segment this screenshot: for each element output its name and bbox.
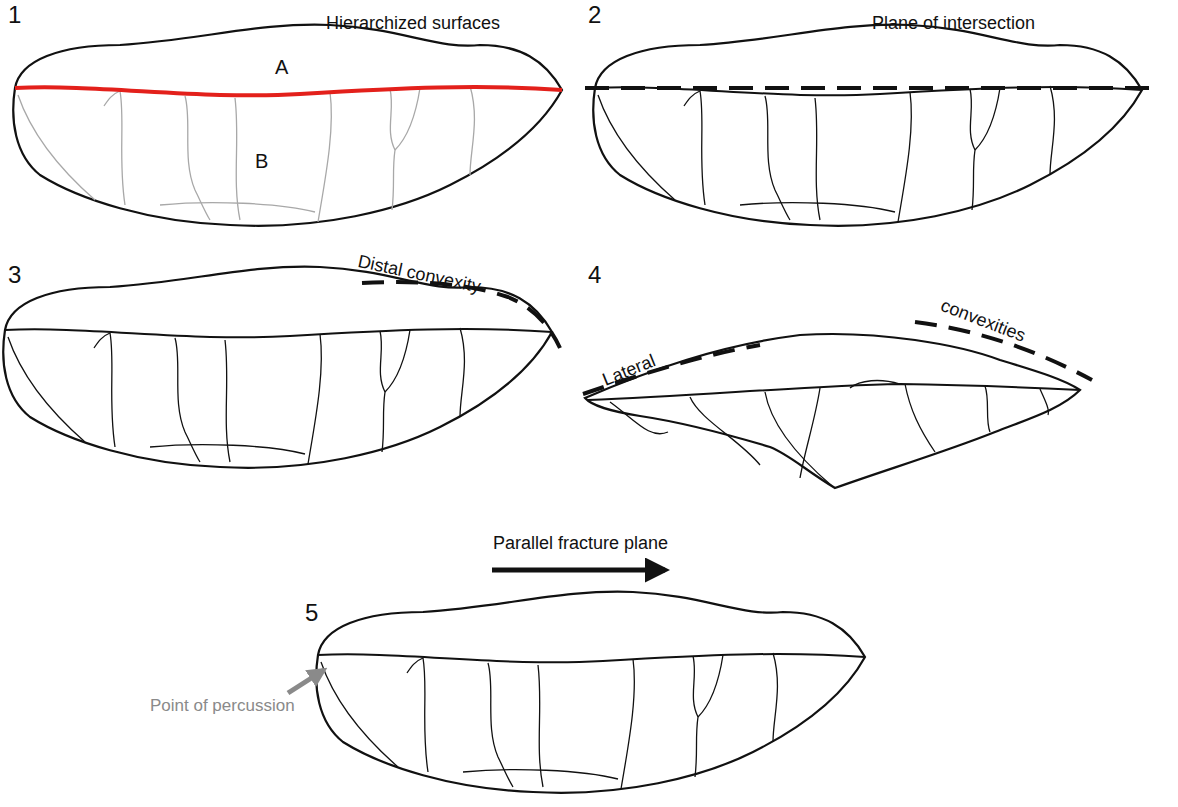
surface-letter: A — [275, 56, 288, 78]
annotation-label: Point of percussion — [150, 697, 295, 716]
fracture-arrow — [492, 568, 665, 573]
convexity-label: convexities — [938, 296, 1028, 346]
figure-number: 2 — [588, 2, 601, 28]
percussion-arrow — [288, 670, 324, 693]
surface-letter: B — [255, 150, 268, 172]
figure-title: Hierarchized surfaces — [326, 14, 500, 34]
core-figure-4 — [583, 322, 1092, 488]
core-figure-3 — [3, 267, 552, 468]
figure-number: 4 — [588, 262, 601, 288]
core-figure-2 — [585, 25, 1155, 226]
figure-number: 1 — [8, 2, 21, 28]
convexity-label: Distal convexity — [356, 252, 482, 297]
figure-title: Parallel fracture plane — [493, 534, 668, 554]
figure-title: Plane of intersection — [872, 14, 1035, 34]
figure-number: 5 — [305, 600, 318, 626]
convexity-label: Lateral — [600, 351, 658, 390]
core-figure-1 — [13, 25, 562, 226]
figure-number: 3 — [8, 262, 21, 288]
core-figure-5 — [316, 592, 865, 793]
